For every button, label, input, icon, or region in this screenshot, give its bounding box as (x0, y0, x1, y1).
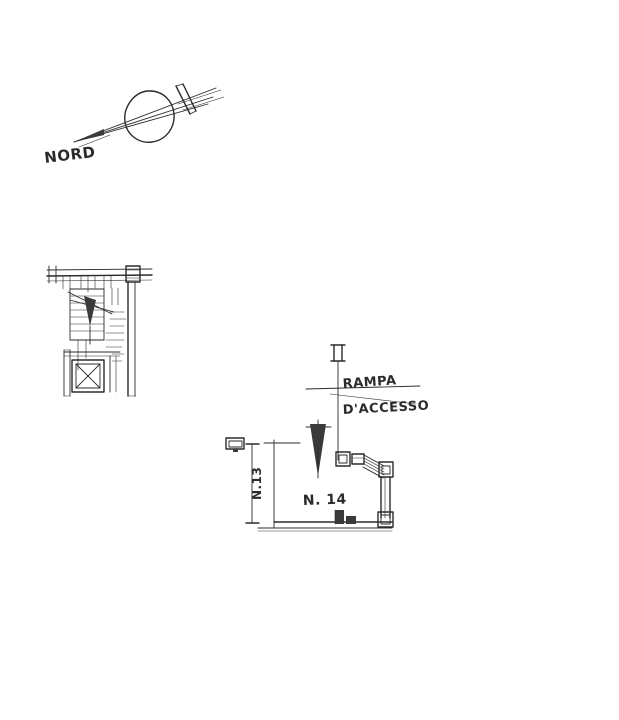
building14-right-upper-node (378, 461, 394, 478)
north-arrow-compass: NORD (43, 83, 225, 167)
building14-label: N. 14 (303, 491, 347, 509)
stair-detail-plan (46, 265, 153, 397)
access-ramp (305, 344, 421, 479)
ramp-label-line2: D'ACCESSO (342, 398, 429, 418)
lot13-label: N.13 (250, 467, 264, 500)
ramp-label-line1: RAMPA (342, 373, 397, 392)
building14-bottom-opening (334, 509, 356, 525)
small-outbuilding-symbol (225, 437, 245, 452)
building14-top-node (335, 451, 351, 467)
site-plan-buildings: N.13 RAMPA D'ACCESSO (225, 344, 430, 532)
